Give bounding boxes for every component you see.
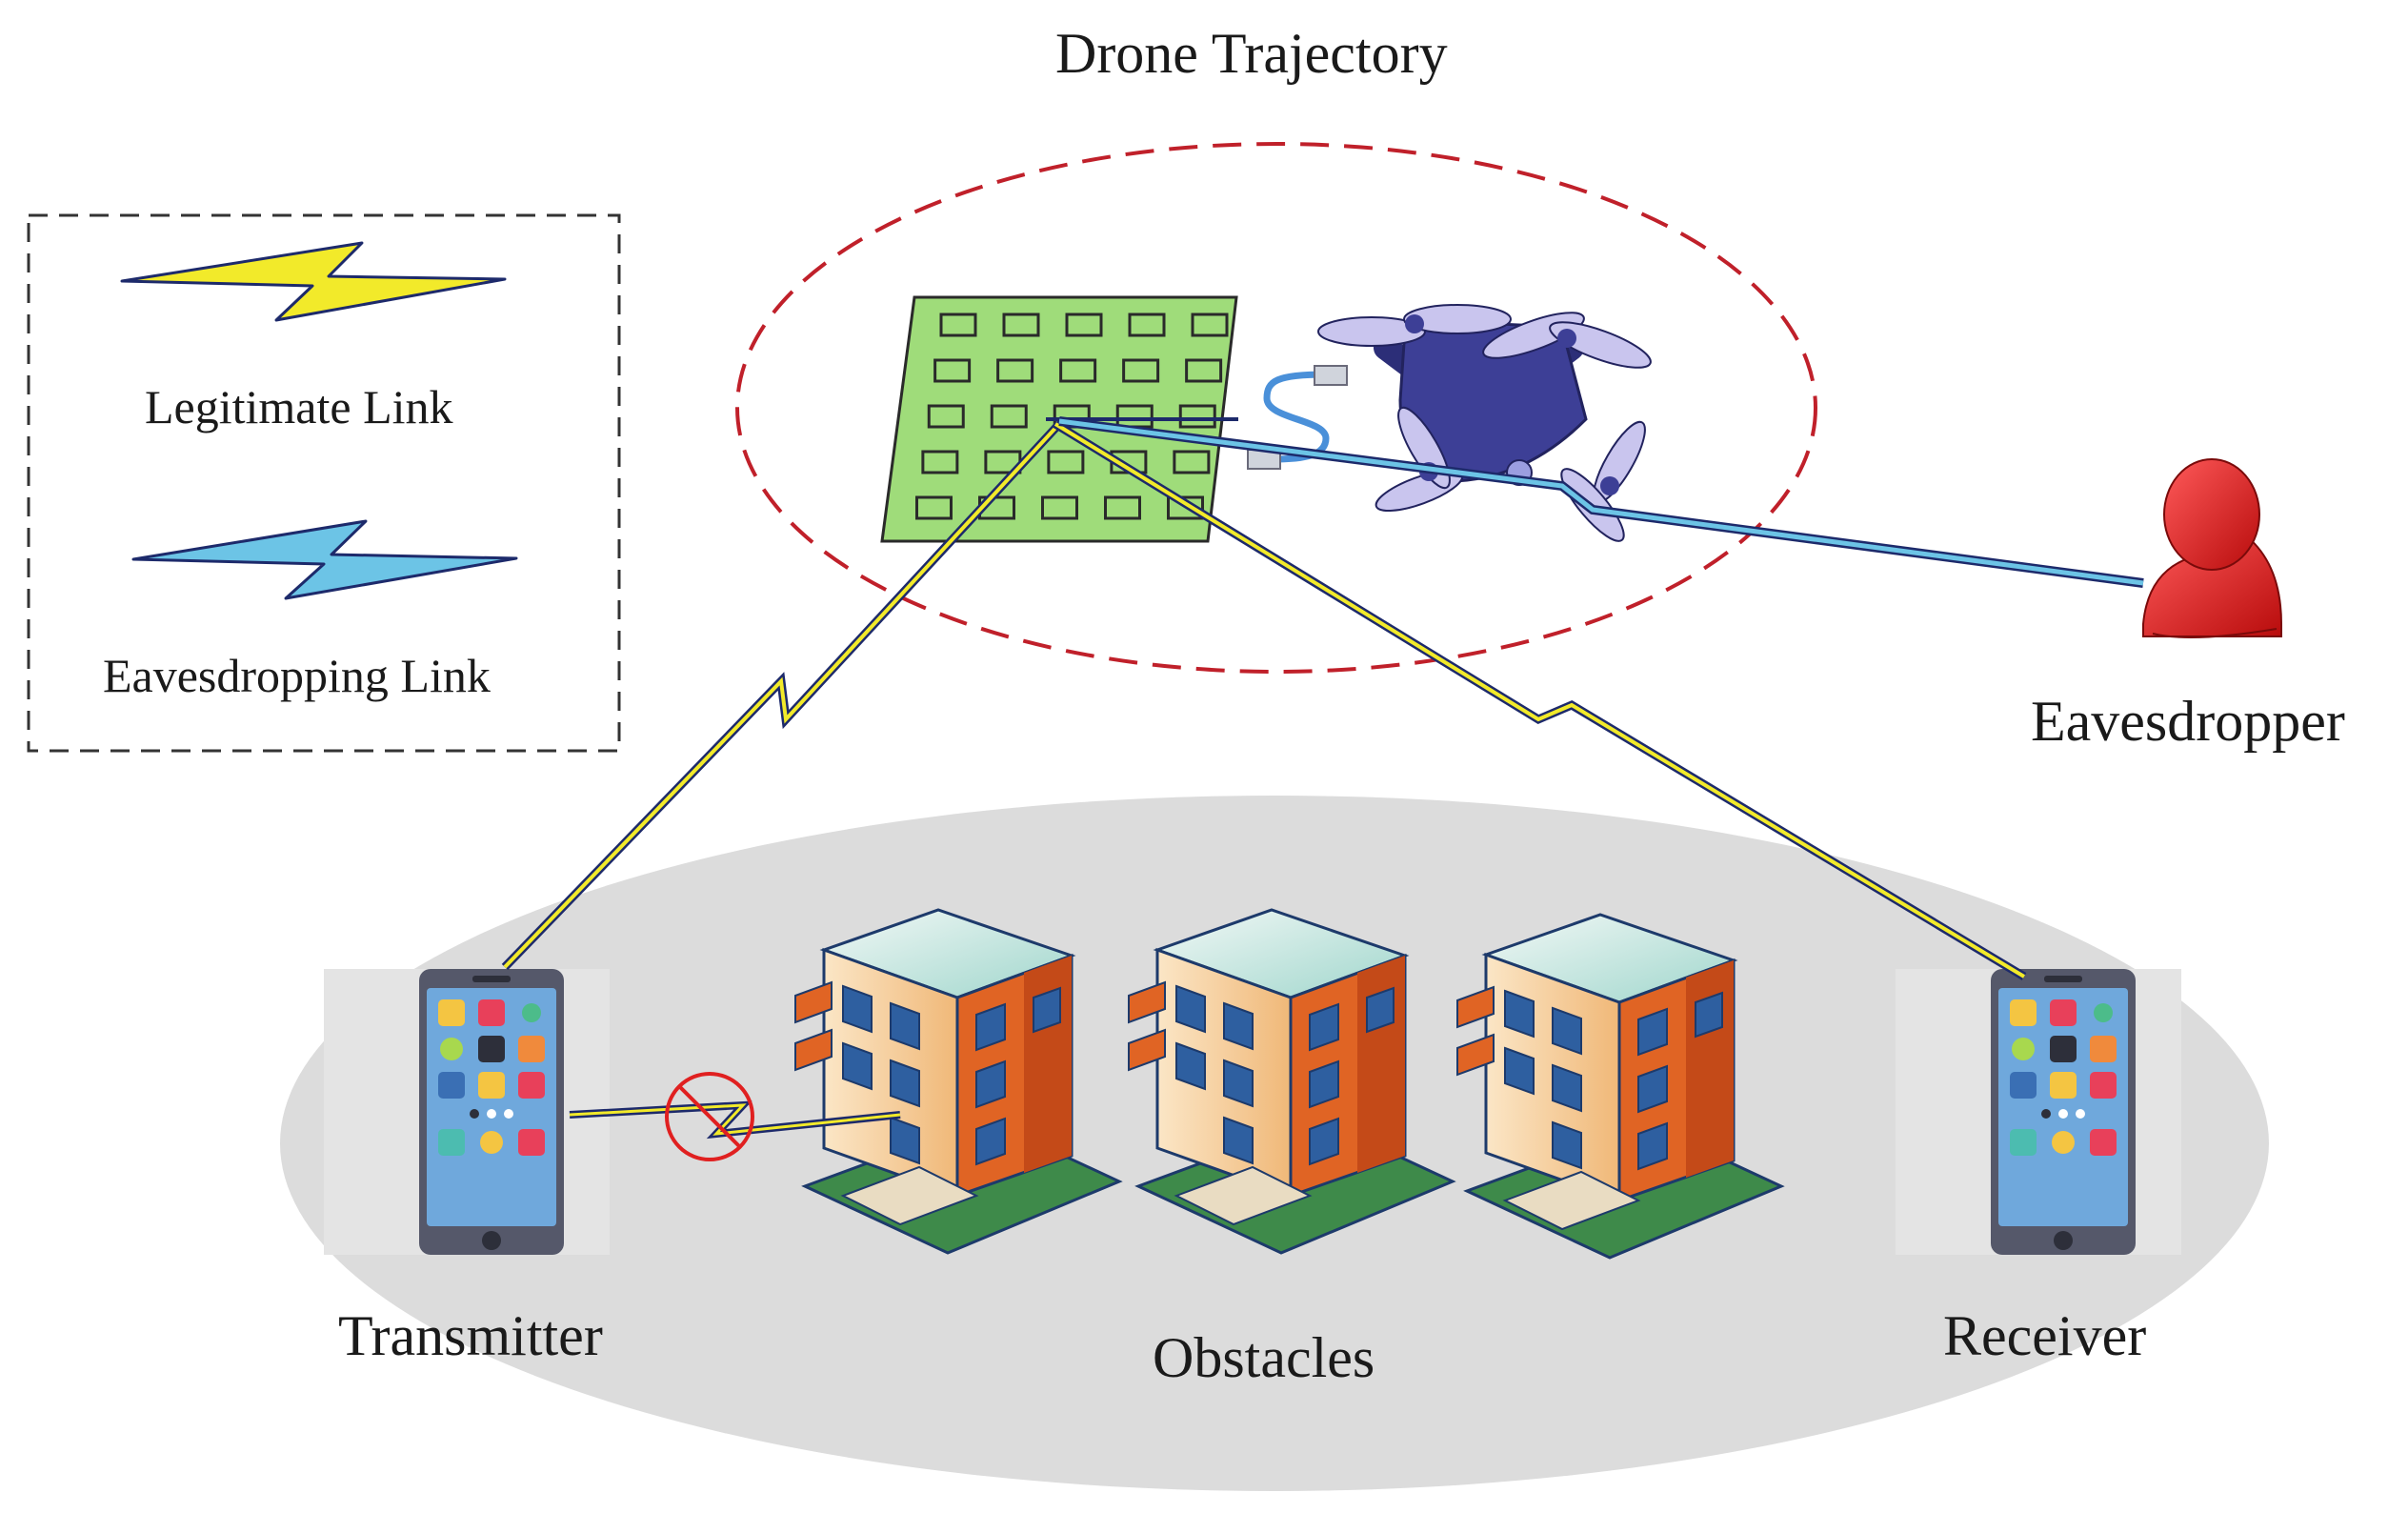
ris-element (1047, 450, 1085, 474)
ris-element (990, 404, 1028, 429)
ris-element (927, 404, 965, 429)
diagram-title: Drone Trajectory (1055, 22, 1448, 85)
person-icon (2142, 458, 2282, 638)
ris-element (996, 358, 1034, 383)
ris-element (1173, 450, 1211, 474)
legend-eavesdropping-label: Eavesdropping Link (103, 649, 491, 702)
eavesdropper-label: Eavesdropper (2031, 690, 2345, 753)
ris-element (1104, 495, 1141, 520)
receiver-phone-icon (1896, 969, 2181, 1255)
ris-element (1167, 495, 1204, 520)
ris-element (1185, 358, 1223, 383)
ris-element (939, 313, 977, 337)
blocked-signal-icon (665, 1072, 754, 1161)
blocked-direct-link (569, 1100, 901, 1140)
obstacles-label: Obstacles (1153, 1326, 1375, 1389)
receiver-label: Receiver (1943, 1304, 2147, 1367)
ris-element (1191, 313, 1229, 337)
ris-element (915, 495, 953, 520)
ris-element (1128, 313, 1166, 337)
ris-element (933, 358, 972, 383)
legitimate-link-ris-receiver (1053, 420, 2027, 980)
drone-trajectory (735, 142, 1817, 674)
eavesdropping-link (1058, 416, 2144, 588)
ris-element (1041, 495, 1078, 520)
building-icon (793, 908, 1121, 1255)
ris-element (1122, 358, 1160, 383)
ris-element (921, 450, 959, 474)
ris-element (1065, 313, 1103, 337)
legitimate-link-icon (120, 241, 507, 322)
transmitter-phone-icon (324, 969, 610, 1255)
building-icon (1127, 908, 1455, 1255)
ris-element (1002, 313, 1040, 337)
ris-element (1059, 358, 1097, 383)
eavesdropping-link-icon (131, 519, 518, 600)
transmitter-label: Transmitter (338, 1304, 603, 1367)
building-icon (1455, 913, 1783, 1260)
ris-element (1178, 404, 1216, 429)
legend-legitimate-label: Legitimate Link (145, 380, 453, 434)
legitimate-link-transmitter-ris (501, 420, 1063, 971)
